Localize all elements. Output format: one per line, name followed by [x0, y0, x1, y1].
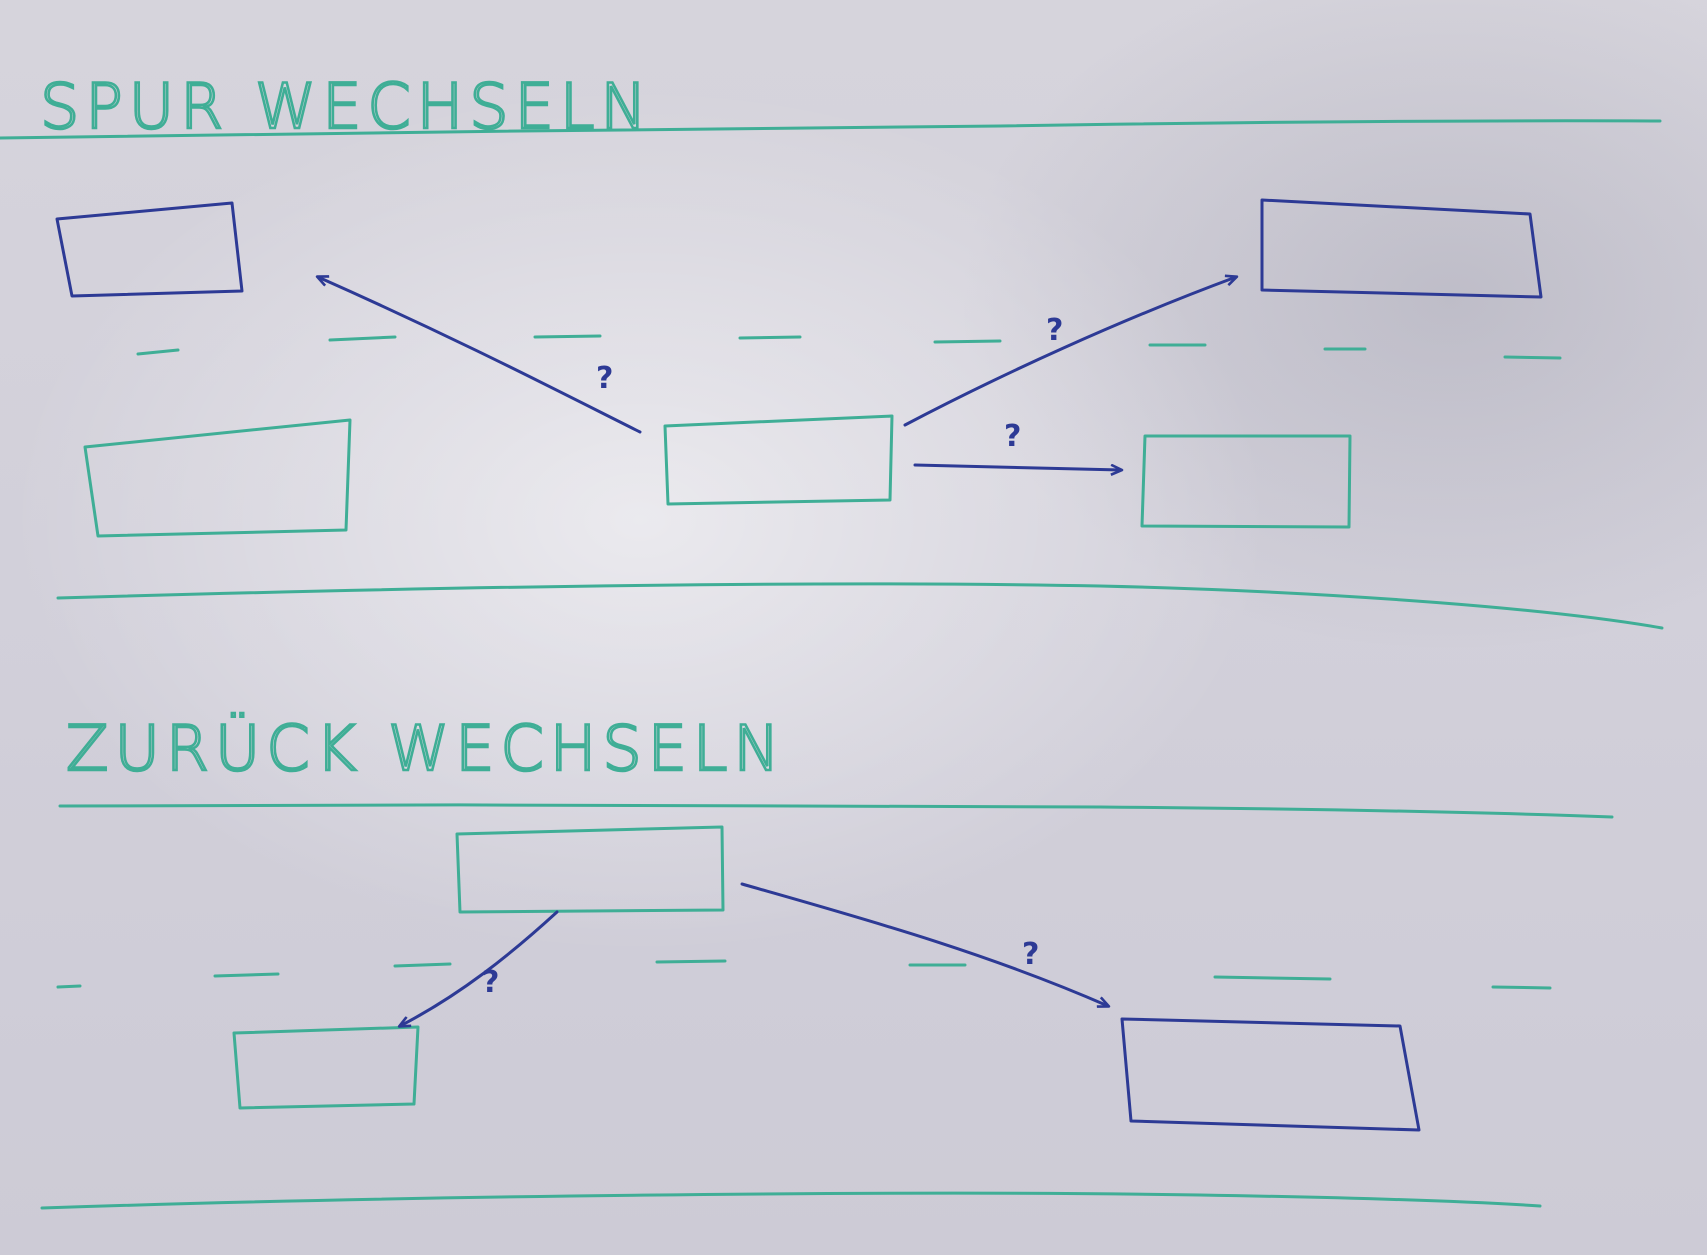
question-mark: ?: [1004, 419, 1021, 454]
arrow-keep-lane: [913, 463, 1121, 470]
car-right-lane-left: [232, 1025, 420, 1110]
question-mark: ?: [1046, 313, 1063, 348]
arrow-lane-change-forward-left: [903, 277, 1236, 427]
car-own-vehicle-left-lane: [455, 825, 725, 914]
car-own-vehicle: [663, 414, 894, 506]
question-mark: ?: [596, 361, 613, 396]
car-right-lane-left: [83, 418, 352, 538]
arrow-merge-back-behind: [400, 910, 559, 1026]
question-mark: ?: [1022, 937, 1039, 972]
road-edge-top-2: [58, 803, 1614, 819]
question-mark: ?: [482, 965, 499, 1000]
car-right-lane-right: [1120, 1017, 1421, 1132]
road-edge-top-1: [0, 119, 1662, 140]
car-left-lane-top-right: [1260, 198, 1543, 299]
arrow-lane-change-back-left: [318, 277, 642, 434]
road-edge-bottom-1: [56, 582, 1664, 630]
lane-divider-dashed-1: [136, 334, 1562, 360]
car-right-lane-right: [1140, 434, 1352, 529]
road-edge-bottom-2: [40, 1191, 1542, 1210]
arrow-merge-back-ahead: [740, 882, 1108, 1006]
lane-divider-dashed-2: [56, 959, 1552, 990]
car-left-lane-top-left: [55, 201, 244, 298]
section-2-title: ZURÜCK WECHSELN: [66, 712, 786, 785]
